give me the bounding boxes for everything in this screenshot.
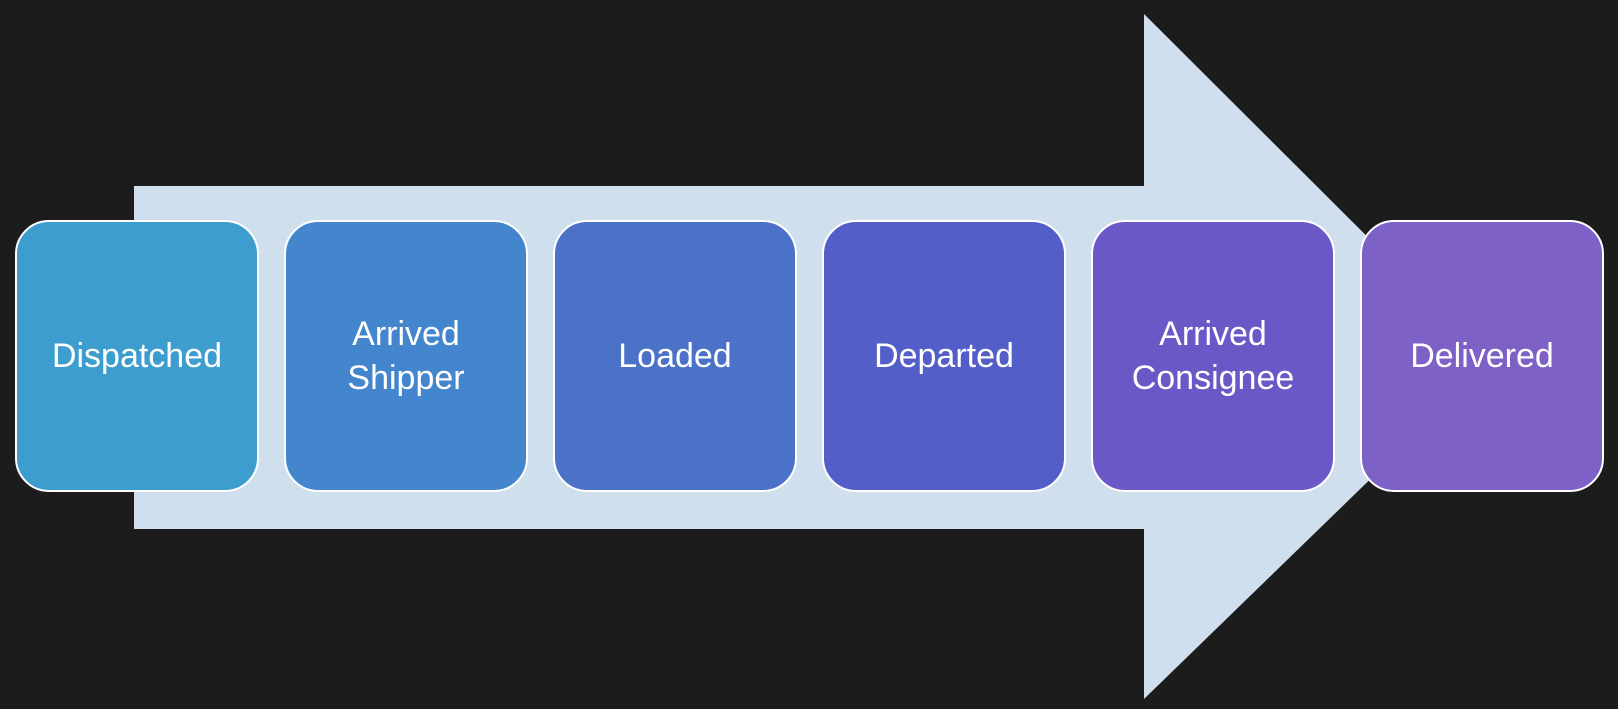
step-arrived-consignee: Arrived Consignee — [1091, 220, 1335, 492]
step-arrived-shipper: Arrived Shipper — [284, 220, 528, 492]
step-dispatched: Dispatched — [15, 220, 259, 492]
step-delivered: Delivered — [1360, 220, 1604, 492]
step-label: Arrived Consignee — [1131, 314, 1295, 397]
step-label: Loaded — [618, 336, 732, 375]
step-departed: Departed — [822, 220, 1066, 492]
step-label: Departed — [874, 336, 1014, 375]
step-label: Delivered — [1410, 336, 1554, 375]
arrow-shape — [134, 14, 1492, 699]
step-loaded: Loaded — [553, 220, 797, 492]
step-label: Dispatched — [51, 336, 223, 375]
step-label: Arrived Shipper — [347, 314, 465, 397]
